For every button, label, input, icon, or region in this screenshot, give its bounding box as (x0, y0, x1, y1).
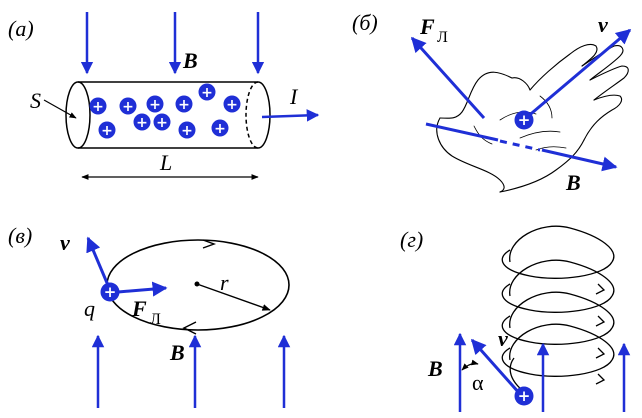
orbit-direction-marker (182, 321, 197, 335)
orbit-direction-marker (202, 239, 217, 249)
svg-text:+: + (101, 123, 113, 139)
current-arrow (261, 109, 320, 122)
b-label: B (565, 170, 581, 195)
svg-text:+: + (92, 99, 104, 115)
svg-text:+: + (518, 387, 531, 405)
panel-c: (в) r v F Л + q B (8, 223, 291, 408)
positive-charge: + (178, 121, 196, 139)
s-pointer (43, 99, 77, 119)
velocity-label: v (598, 12, 608, 37)
svg-text:+: + (214, 121, 226, 137)
svg-text:+: + (178, 97, 190, 113)
positive-charge: + (98, 121, 116, 139)
helix-direction-marker (595, 315, 606, 327)
positive-charge: + (514, 110, 534, 130)
positive-charge: + (100, 282, 120, 302)
svg-text:+: + (104, 283, 117, 301)
b-field-arrow-tail (425, 122, 499, 142)
svg-text:+: + (122, 99, 134, 115)
velocity-arrow (86, 236, 112, 291)
force-subscript: Л (437, 29, 448, 46)
i-label: I (289, 84, 299, 109)
positive-charge: + (211, 119, 229, 137)
l-label: L (159, 150, 172, 175)
force-subscript: Л (150, 311, 161, 328)
charge-label: q (84, 296, 95, 321)
panel-d-label: (г) (400, 227, 423, 252)
alpha-label: α (472, 370, 484, 395)
velocity-label: v (498, 326, 508, 351)
helix-direction-marker (595, 283, 606, 295)
velocity-label: v (60, 230, 70, 255)
positive-charge: + (198, 83, 216, 101)
positive-charge: + (153, 113, 171, 131)
positive-charge: + (89, 97, 107, 115)
svg-text:+: + (226, 97, 238, 113)
panel-d: (г) B v α + (400, 225, 631, 412)
svg-text:+: + (156, 115, 168, 131)
positive-charge: + (133, 113, 151, 131)
b-field-arrow-dashed (499, 139, 541, 152)
s-label: S (30, 88, 41, 113)
svg-text:+: + (518, 111, 531, 129)
radius-label: r (220, 270, 229, 295)
svg-text:+: + (136, 115, 148, 131)
panel-b-label: (б) (352, 10, 378, 35)
velocity-arrow (525, 28, 632, 120)
charges-group: + + + + + + + + + + + (89, 83, 241, 139)
svg-text:+: + (201, 85, 213, 101)
lorentz-force-arrow (117, 281, 168, 297)
svg-text:+: + (181, 123, 193, 139)
force-label: F (419, 14, 435, 39)
panel-a-label: (a) (8, 16, 34, 41)
helical-trajectory (501, 225, 615, 391)
b-field-arrow (541, 148, 618, 172)
force-label: F (131, 296, 147, 321)
panel-a: (a) B S I L + + + + + + + (8, 12, 320, 180)
velocity-arrow (470, 338, 522, 395)
positive-charge: + (514, 386, 534, 406)
helix-direction-marker (595, 347, 606, 359)
radius-arrow (196, 283, 271, 311)
b-label: B (169, 340, 185, 365)
positive-charge: + (119, 97, 137, 115)
positive-charge: + (175, 95, 193, 113)
angle-arc (461, 359, 479, 371)
positive-charge: + (146, 95, 164, 113)
b-label: B (182, 48, 198, 73)
b-label: B (427, 356, 443, 381)
lorentz-force-arrow (410, 36, 486, 120)
positive-charge: + (223, 95, 241, 113)
panel-c-label: (в) (8, 223, 32, 248)
svg-text:+: + (149, 97, 161, 113)
panel-b: (б) F Л v (352, 10, 632, 195)
conductor-cylinder (65, 81, 271, 149)
helix-direction-marker (595, 373, 606, 385)
